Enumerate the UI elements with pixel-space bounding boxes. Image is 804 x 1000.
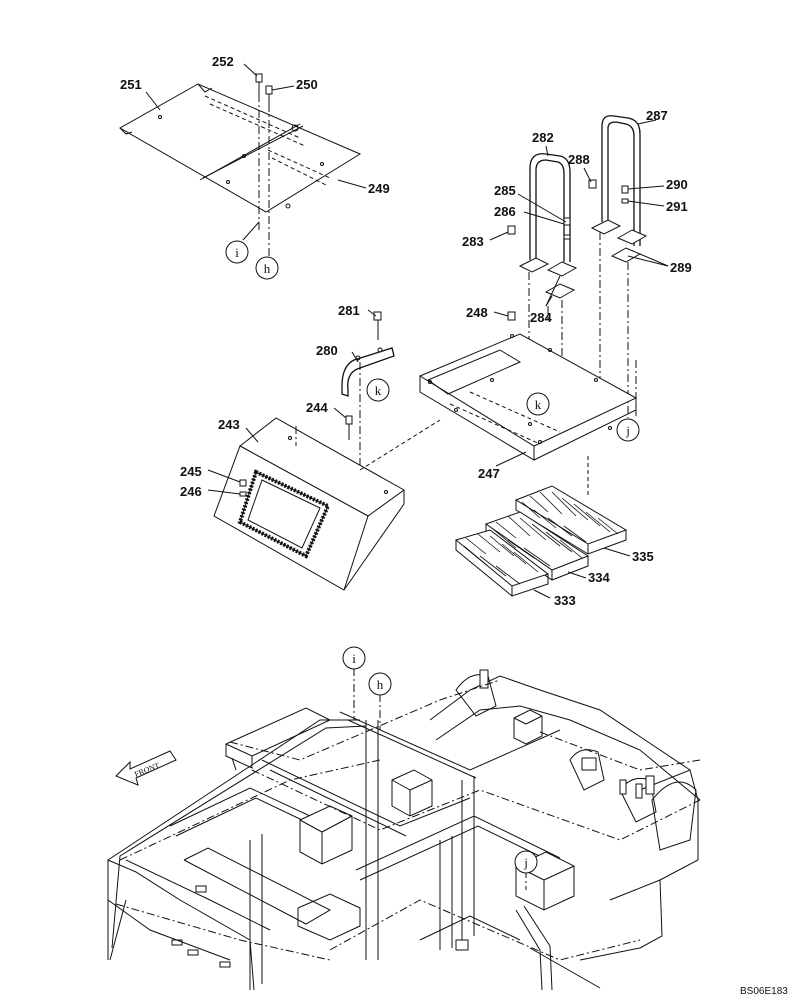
label-282: 282 bbox=[532, 130, 554, 145]
svg-text:h: h bbox=[264, 261, 271, 276]
ref-marker-h-top: h bbox=[255, 256, 279, 280]
drawing-code: BS06E183 bbox=[740, 986, 788, 997]
ref-marker-k-left: k bbox=[366, 378, 390, 402]
label-288: 288 bbox=[568, 152, 590, 167]
ref-marker-j-bottom: j bbox=[514, 850, 538, 874]
svg-text:j: j bbox=[625, 423, 630, 438]
label-283: 283 bbox=[462, 234, 484, 249]
reference-markers: i h k k j i h j bbox=[225, 240, 640, 874]
ref-marker-k-right: k bbox=[526, 392, 550, 416]
label-284: 284 bbox=[530, 310, 552, 325]
part-number-labels: 251 252 250 249 282 287 288 290 291 285 … bbox=[120, 54, 692, 608]
label-289: 289 bbox=[670, 260, 692, 275]
label-249: 249 bbox=[368, 181, 390, 196]
svg-text:j: j bbox=[523, 855, 528, 870]
cover-243 bbox=[213, 415, 441, 591]
ref-marker-j-top: j bbox=[616, 418, 640, 442]
label-251: 251 bbox=[120, 77, 142, 92]
svg-text:i: i bbox=[352, 651, 356, 666]
label-245: 245 bbox=[180, 464, 202, 479]
label-281: 281 bbox=[338, 303, 360, 318]
label-290: 290 bbox=[666, 177, 688, 192]
svg-text:k: k bbox=[375, 383, 382, 398]
label-246: 246 bbox=[180, 484, 202, 499]
floor-plate-assembly bbox=[118, 73, 362, 258]
step-plate-assembly bbox=[418, 306, 638, 461]
label-286: 286 bbox=[494, 204, 516, 219]
label-244: 244 bbox=[306, 400, 328, 415]
label-291: 291 bbox=[666, 199, 688, 214]
label-280: 280 bbox=[316, 343, 338, 358]
label-248: 248 bbox=[466, 305, 488, 320]
svg-text:h: h bbox=[377, 677, 384, 692]
label-334: 334 bbox=[588, 570, 610, 585]
svg-text:k: k bbox=[535, 397, 542, 412]
label-252: 252 bbox=[212, 54, 234, 69]
mat-335 bbox=[514, 485, 628, 555]
label-335: 335 bbox=[632, 549, 654, 564]
ref-marker-h-bottom: h bbox=[368, 672, 392, 696]
label-247: 247 bbox=[478, 466, 500, 481]
front-arrow: FRONT bbox=[115, 750, 177, 786]
upper-frame-structure bbox=[107, 668, 701, 991]
label-250: 250 bbox=[296, 77, 318, 92]
label-285: 285 bbox=[494, 183, 516, 198]
label-333: 333 bbox=[554, 593, 576, 608]
ref-marker-i-bottom: i bbox=[342, 646, 366, 670]
ref-marker-i-top: i bbox=[225, 240, 249, 264]
label-243: 243 bbox=[218, 417, 240, 432]
svg-text:i: i bbox=[235, 245, 239, 260]
mat-333 bbox=[454, 529, 550, 597]
leader-lines bbox=[145, 63, 669, 599]
label-287: 287 bbox=[646, 108, 668, 123]
